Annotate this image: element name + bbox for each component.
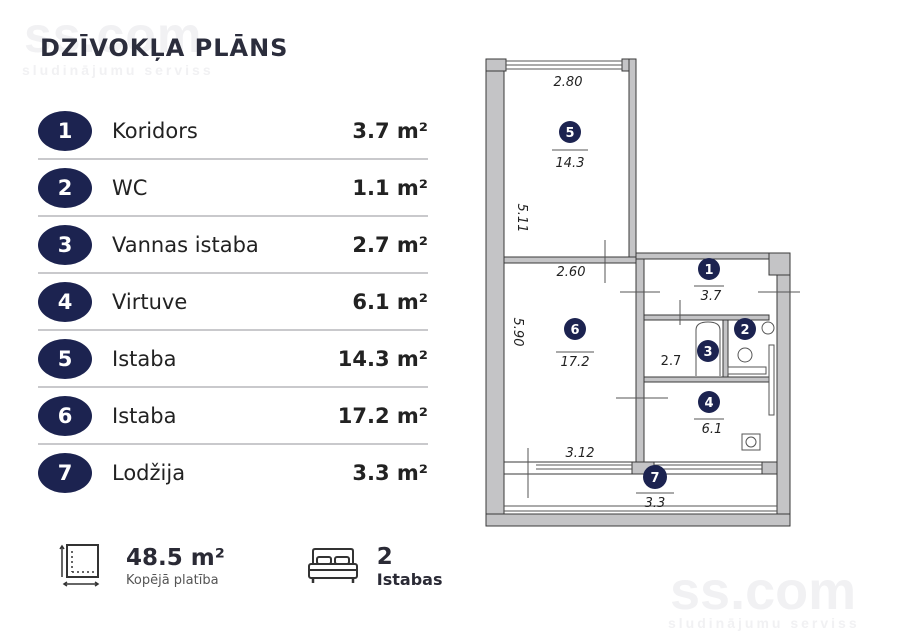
rooms-count-block: 2 Istabas bbox=[307, 544, 443, 589]
dimension-r5-length: 5.11 bbox=[514, 204, 529, 233]
room-name: Istaba bbox=[112, 346, 177, 371]
room-number-badge: 3 bbox=[38, 224, 92, 265]
room-area: 2.7 m² bbox=[352, 232, 428, 257]
room-name: Lodžija bbox=[112, 460, 186, 485]
dimension-r6-width-top: 2.60 bbox=[557, 265, 586, 280]
plan-badge-1: 1 bbox=[704, 263, 713, 278]
plan-area-3: 2.7 bbox=[661, 354, 682, 369]
plan-badge-7: 7 bbox=[650, 471, 659, 486]
room-area: 6.1 m² bbox=[352, 289, 428, 314]
plan-area-5: 14.3 bbox=[556, 156, 585, 171]
room-name: Vannas istaba bbox=[112, 232, 259, 257]
plan-room-5: 5 14.3 bbox=[552, 121, 588, 171]
room-row: 6 Istaba 17.2 m² bbox=[38, 388, 428, 445]
plan-badge-5: 5 bbox=[565, 126, 574, 141]
room-list: 1 Koridors 3.7 m² 2 WC 1.1 m² 3 Vannas i… bbox=[38, 103, 428, 500]
room-row: 2 WC 1.1 m² bbox=[38, 160, 428, 217]
page-title: DZĪVOKĻA PLĀNS bbox=[40, 34, 289, 62]
room-number-badge: 2 bbox=[38, 167, 92, 208]
plan-badge-6: 6 bbox=[570, 323, 579, 338]
floor-area-icon bbox=[59, 544, 100, 587]
room-area: 17.2 m² bbox=[337, 403, 428, 428]
plan-area-6: 17.2 bbox=[561, 355, 590, 370]
total-area-value: 48.5 m² bbox=[126, 544, 225, 571]
rooms-count-value: 2 bbox=[376, 543, 393, 570]
plan-room-3: 3 2.7 bbox=[661, 340, 719, 369]
room-number-badge: 4 bbox=[38, 281, 92, 322]
plan-badge-2: 2 bbox=[740, 323, 749, 338]
room-name: Istaba bbox=[112, 403, 177, 428]
summary-bar: 48.5 m² Kopējā platība 2 Istabas bbox=[58, 543, 443, 589]
room-area: 14.3 m² bbox=[337, 346, 428, 371]
total-area-label: Kopējā platība bbox=[126, 572, 219, 588]
room-number-badge: 5 bbox=[38, 338, 92, 379]
plan-room-2: 2 bbox=[734, 318, 756, 340]
plan-area-7: 3.3 bbox=[645, 496, 666, 511]
plan-room-4: 4 6.1 bbox=[694, 391, 724, 437]
dimension-r6-width-bottom: 3.12 bbox=[566, 446, 595, 461]
total-area-block: 48.5 m² Kopējā platība bbox=[58, 543, 225, 589]
bed-icon bbox=[307, 548, 358, 583]
plan-area-1: 3.7 bbox=[701, 289, 722, 304]
rooms-count-label: Istabas bbox=[376, 569, 443, 589]
dimension-r6-length: 5.90 bbox=[510, 318, 525, 347]
room-row: 4 Virtuve 6.1 m² bbox=[38, 274, 428, 331]
room-row: 7 Lodžija 3.3 m² bbox=[38, 445, 428, 500]
plan-room-1: 1 3.7 bbox=[694, 258, 724, 304]
room-name: Virtuve bbox=[112, 289, 188, 314]
plan-room-6: 6 17.2 bbox=[556, 318, 594, 370]
room-area: 3.3 m² bbox=[352, 460, 428, 485]
room-row: 5 Istaba 14.3 m² bbox=[38, 331, 428, 388]
room-name: WC bbox=[112, 175, 148, 200]
room-area: 3.7 m² bbox=[352, 118, 428, 143]
room-number-badge: 7 bbox=[38, 452, 92, 493]
room-name: Koridors bbox=[112, 118, 198, 143]
room-area: 1.1 m² bbox=[352, 175, 428, 200]
plan-badge-4: 4 bbox=[704, 396, 713, 411]
plan-badge-3: 3 bbox=[703, 345, 712, 360]
room-row: 3 Vannas istaba 2.7 m² bbox=[38, 217, 428, 274]
room-number-badge: 6 bbox=[38, 395, 92, 436]
room-number-badge: 1 bbox=[38, 110, 92, 151]
plan-area-4: 6.1 bbox=[702, 422, 723, 437]
plan-room-7: 7 3.3 bbox=[636, 465, 674, 511]
dimension-r5-width: 2.80 bbox=[554, 75, 583, 90]
room-row: 1 Koridors 3.7 m² bbox=[38, 103, 428, 160]
